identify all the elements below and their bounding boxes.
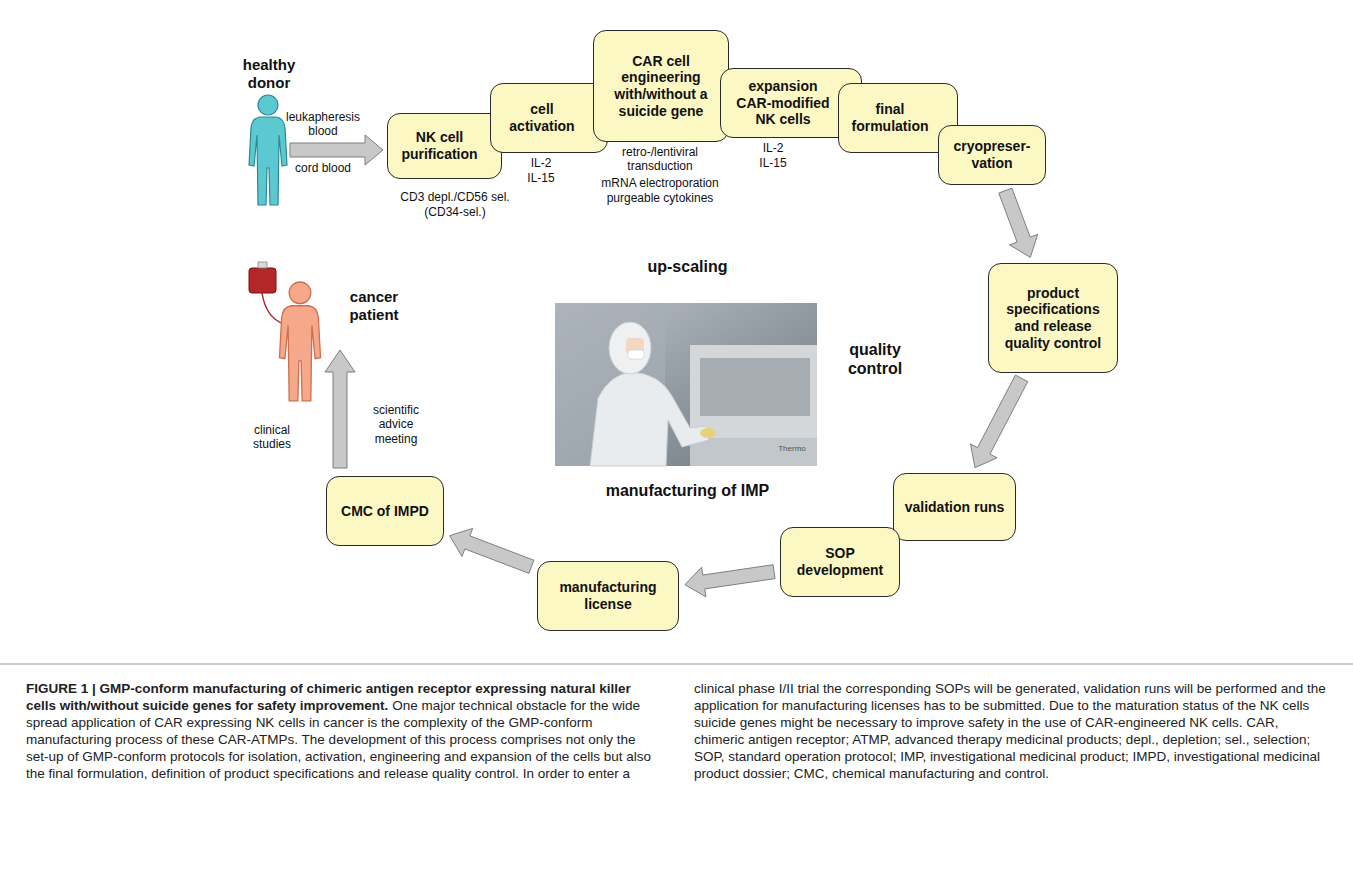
suit-hood: [609, 322, 651, 374]
donor-figure: [249, 95, 287, 205]
annotation-label: IL-2: [752, 141, 794, 155]
annotation-label: IL-15: [520, 171, 562, 185]
box-text: final formulation: [847, 101, 933, 134]
glove: [700, 428, 716, 438]
infusion-bag: [249, 268, 276, 293]
box-text: product specifications and release quali…: [995, 285, 1111, 351]
annotation-label: leukapheresis blood: [278, 110, 368, 139]
process-box: CMC of IMPD: [326, 476, 444, 546]
annotation-label: cord blood: [285, 161, 361, 175]
box-text: SOP development: [787, 545, 893, 578]
annotation-label: purgeable cytokines: [583, 191, 737, 205]
box-text: validation runs: [905, 499, 1005, 516]
safety-cabinet: [690, 345, 817, 466]
cleanroom-suit: [590, 372, 709, 466]
process-box: cryopreser- vation: [938, 125, 1046, 185]
annotation-label: cancer patient: [336, 288, 412, 324]
annotation-label: IL-2: [520, 156, 562, 170]
flow-arrow: [685, 565, 775, 597]
annotation-label: CD3 depl./CD56 sel.: [378, 190, 532, 204]
lab-photo: [555, 303, 817, 466]
box-text: CMC of IMPD: [341, 503, 429, 520]
bag-hook: [258, 262, 267, 268]
photo-ground: [555, 303, 817, 466]
flow-arrow: [970, 375, 1027, 468]
flow-arrow: [450, 528, 534, 573]
cabinet-window: [700, 358, 810, 416]
process-box: NK cell purification: [387, 113, 502, 179]
face-mask: [628, 350, 644, 359]
process-box: manufacturing license: [537, 561, 679, 631]
process-box: product specifications and release quali…: [988, 263, 1118, 373]
flow-arrow: [290, 135, 383, 165]
annotation-label: up-scaling: [625, 257, 750, 276]
annotation-label: Thermo: [770, 444, 814, 454]
patient-figure: [249, 262, 321, 401]
annotation-label: mRNA electroporation: [583, 176, 737, 190]
cabinet-base: [690, 438, 817, 466]
box-text: expansion CAR-modified NK cells: [731, 78, 835, 128]
annotation-label: clinical studies: [240, 423, 304, 452]
flow-arrow: [999, 188, 1038, 257]
box-text: manufacturing license: [544, 579, 672, 612]
annotation-label: retro-/lentiviral transduction: [598, 145, 722, 174]
box-text: NK cell purification: [394, 129, 485, 162]
donor-head: [258, 95, 278, 115]
flow-arrow: [325, 350, 355, 468]
figure-caption: FIGURE 1 | GMP-conform manufacturing of …: [26, 680, 1326, 782]
annotation-label: scientific advice meeting: [360, 403, 432, 446]
process-box: CAR cell engineering with/without a suic…: [593, 30, 729, 142]
annotation-label: quality control: [832, 340, 918, 378]
patient-body: [279, 306, 320, 401]
separator-rule: [0, 664, 1353, 665]
caption-text: One major technical obstacle for the wid…: [26, 681, 1326, 781]
process-box: cell activation: [490, 83, 608, 153]
process-box: validation runs: [893, 473, 1016, 541]
box-text: cryopreser- vation: [945, 138, 1039, 171]
box-text: cell activation: [497, 101, 587, 134]
patient-head: [289, 282, 311, 304]
infusion-tube: [262, 293, 284, 324]
box-text: CAR cell engineering with/without a suic…: [602, 53, 720, 119]
annotation-label: (CD34-sel.): [400, 205, 510, 219]
process-box: SOP development: [780, 527, 900, 597]
annotation-label: IL-15: [752, 156, 794, 170]
donor-body: [249, 117, 287, 205]
annotation-label: healthy donor: [233, 56, 305, 92]
annotation-label: manufacturing of IMP: [565, 481, 810, 500]
